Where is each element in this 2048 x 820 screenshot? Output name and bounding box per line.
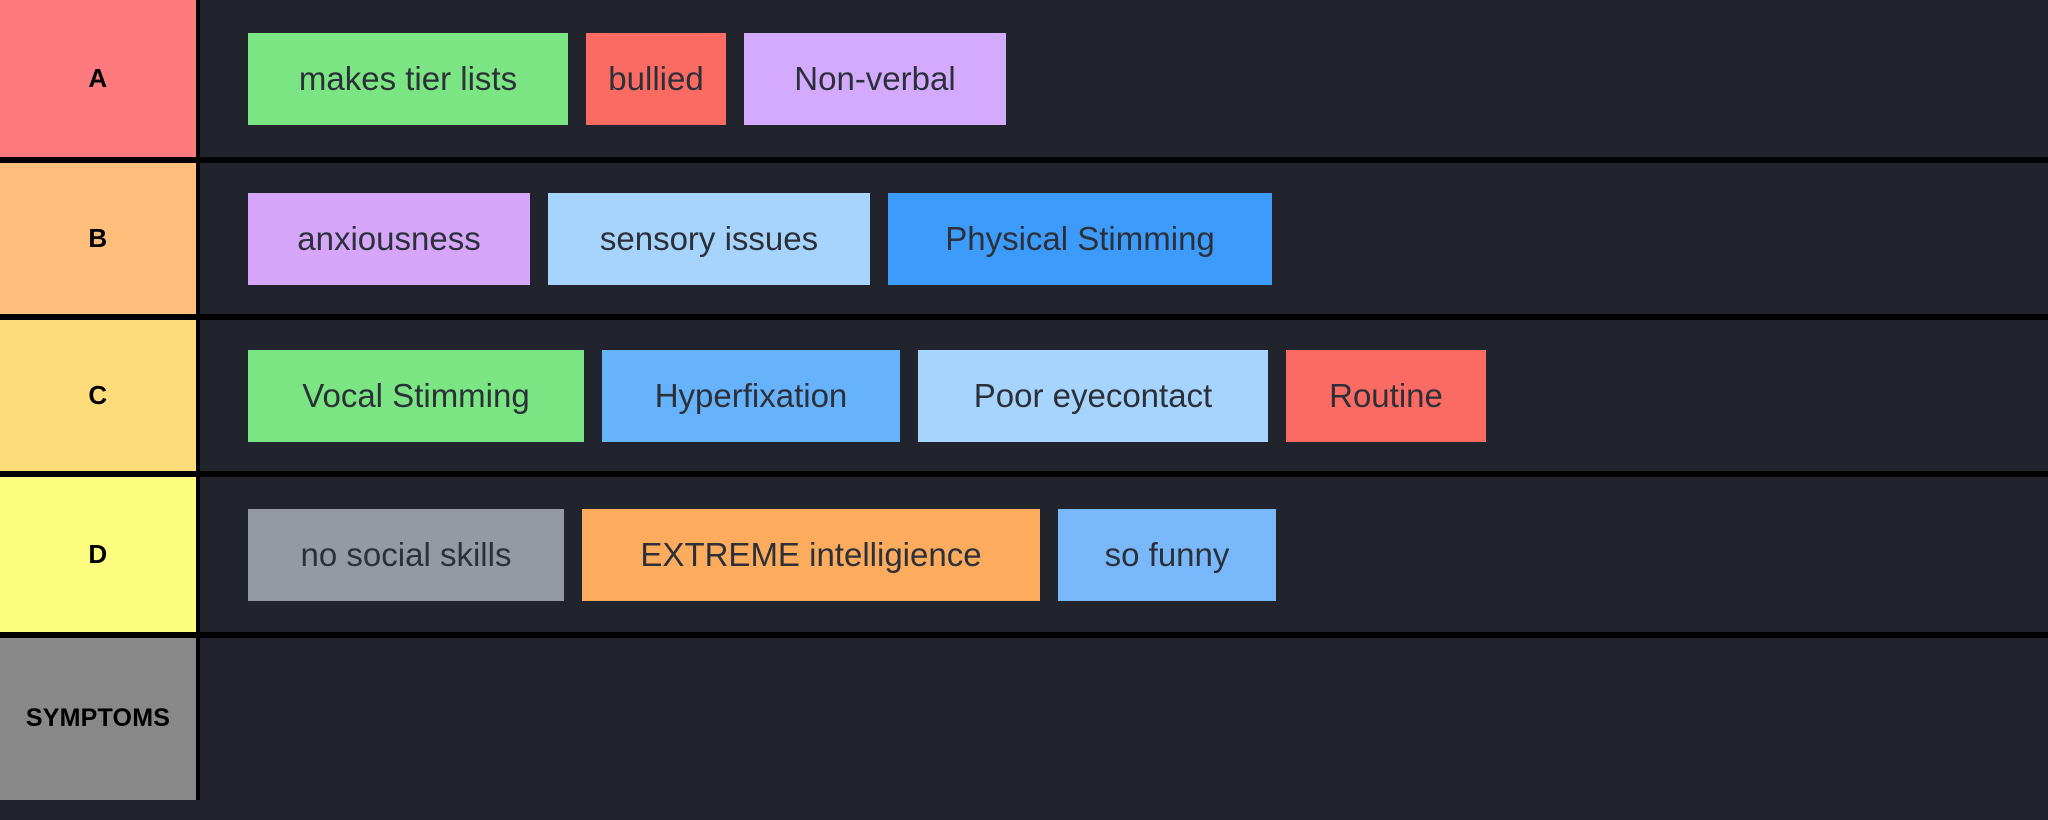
- tier-item[interactable]: EXTREME intelligience: [582, 508, 1040, 601]
- tier-item[interactable]: Vocal Stimming: [248, 349, 584, 442]
- tier-item[interactable]: Physical Stimming: [888, 192, 1272, 285]
- tier-item[interactable]: Routine: [1286, 349, 1486, 442]
- tier-row: SYMPTOMS: [0, 638, 2048, 800]
- tier-label-a[interactable]: A: [0, 0, 200, 157]
- tier-item[interactable]: no social skills: [248, 508, 564, 601]
- tier-item[interactable]: Non-verbal: [744, 32, 1006, 125]
- tier-item[interactable]: bullied: [586, 32, 726, 125]
- tier-label-d[interactable]: D: [0, 477, 200, 632]
- tier-items-symptoms[interactable]: [200, 638, 2048, 800]
- tier-label-c[interactable]: C: [0, 320, 200, 471]
- tier-label-symptoms[interactable]: SYMPTOMS: [0, 638, 200, 800]
- tier-item[interactable]: Poor eyecontact: [918, 349, 1268, 442]
- tier-item[interactable]: Hyperfixation: [602, 349, 900, 442]
- tier-label-b[interactable]: B: [0, 163, 200, 314]
- tier-item[interactable]: anxiousness: [248, 192, 530, 285]
- tier-item[interactable]: so funny: [1058, 508, 1276, 601]
- tier-item[interactable]: sensory issues: [548, 192, 870, 285]
- tier-item[interactable]: makes tier lists: [248, 32, 568, 125]
